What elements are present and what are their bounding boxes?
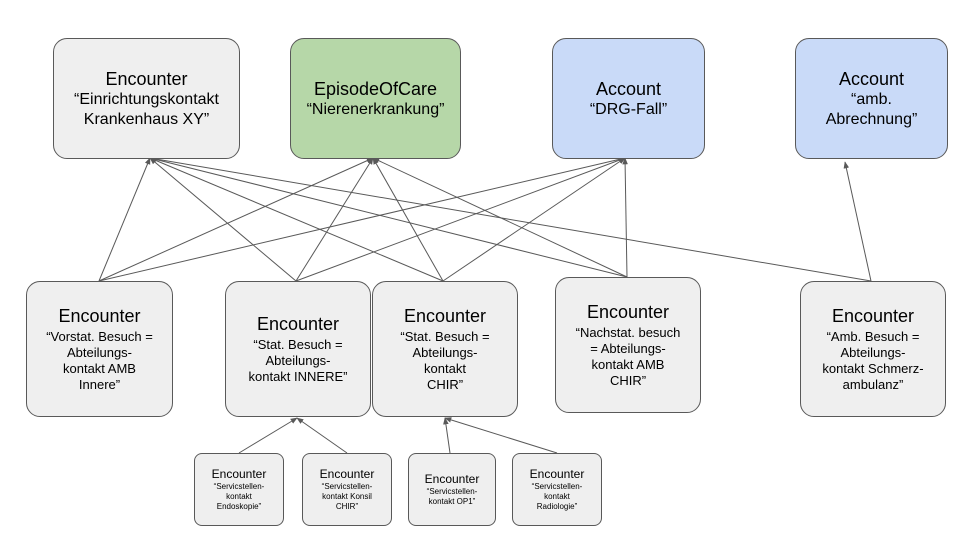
account-amb-abrechnung-node: Account “amb. Abrechnung” bbox=[795, 38, 948, 159]
node-title: Encounter bbox=[831, 306, 915, 326]
relationship-arrow bbox=[622, 157, 628, 278]
node-subtitle: “Vorstat. Besuch = Abteilungs- kontakt A… bbox=[46, 329, 153, 392]
relationship-arrow bbox=[149, 156, 872, 282]
relationship-arrow bbox=[843, 161, 872, 282]
encounter-servicestelle-konsil-chir-node: Encounter “Servicstellen- kontakt Konsil… bbox=[302, 453, 392, 526]
encounter-stat-besuch-chir-node: Encounter “Stat. Besuch = Abteilungs- ko… bbox=[372, 281, 518, 417]
relationship-arrow bbox=[149, 157, 444, 282]
relationship-arrow bbox=[98, 157, 374, 282]
node-subtitle: “Servicstellen- kontakt Konsil CHIR” bbox=[321, 482, 373, 511]
node-title: Encounter bbox=[403, 306, 487, 326]
node-title: Encounter bbox=[529, 467, 585, 481]
relationship-arrow bbox=[149, 157, 297, 282]
node-subtitle: “DRG-Fall” bbox=[589, 100, 668, 118]
relationship-arrow bbox=[296, 417, 348, 454]
node-title: EpisodeOfCare bbox=[313, 78, 438, 99]
node-subtitle: “Einrichtungskontakt Krankenhaus XY” bbox=[74, 90, 219, 128]
node-subtitle: “Servicstellen- kontakt OP1” bbox=[426, 487, 478, 506]
node-title: Encounter bbox=[58, 306, 141, 326]
node-subtitle: “amb. Abrechnung” bbox=[825, 90, 918, 128]
encounter-einrichtungskontakt-node: Encounter “Einrichtungskontakt Krankenha… bbox=[53, 38, 240, 159]
node-title: Account bbox=[838, 68, 905, 89]
relationship-arrow bbox=[372, 157, 444, 282]
node-title: Encounter bbox=[105, 68, 188, 89]
relationship-arrow bbox=[443, 417, 451, 454]
encounter-servicestelle-op1-node: Encounter “Servicstellen- kontakt OP1” bbox=[408, 453, 496, 526]
relationship-arrow bbox=[442, 157, 626, 282]
relationship-arrow bbox=[444, 417, 558, 454]
relationship-arrow bbox=[98, 157, 151, 282]
relationship-arrow bbox=[295, 157, 626, 282]
node-subtitle: “Servicstellen- kontakt Endoskopie” bbox=[213, 482, 265, 511]
node-title: Encounter bbox=[256, 314, 340, 334]
node-subtitle: “Nachstat. besuch = Abteilungs- kontakt … bbox=[575, 325, 681, 388]
node-title: Encounter bbox=[424, 472, 480, 486]
node-title: Encounter bbox=[319, 467, 375, 481]
node-title: Encounter bbox=[211, 467, 267, 481]
encounter-servicestelle-radiologie-node: Encounter “Servicstellen- kontakt Radiol… bbox=[512, 453, 602, 526]
node-title: Account bbox=[595, 78, 662, 99]
relationship-arrow bbox=[149, 156, 628, 278]
encounter-nachstat-besuch-node: Encounter “Nachstat. besuch = Abteilungs… bbox=[555, 277, 701, 413]
node-subtitle: “Nierenerkrankung” bbox=[306, 100, 445, 118]
relationship-arrow bbox=[238, 417, 298, 454]
node-title: Encounter bbox=[586, 302, 670, 322]
node-subtitle: “Amb. Besuch = Abteilungs- kontakt Schme… bbox=[822, 329, 924, 392]
encounter-amb-besuch-node: Encounter “Amb. Besuch = Abteilungs- kon… bbox=[800, 281, 946, 417]
account-drg-fall-node: Account “DRG-Fall” bbox=[552, 38, 705, 159]
encounter-servicestelle-endoskopie-node: Encounter “Servicstellen- kontakt Endosk… bbox=[194, 453, 284, 526]
encounter-vorstat-besuch-node: Encounter “Vorstat. Besuch = Abteilungs-… bbox=[26, 281, 173, 417]
node-subtitle: “Servicstellen- kontakt Radiologie” bbox=[531, 482, 583, 511]
relationship-arrow bbox=[98, 156, 626, 282]
relationship-arrow bbox=[295, 157, 374, 282]
encounter-stat-besuch-innere-node: Encounter “Stat. Besuch = Abteilungs- ko… bbox=[225, 281, 371, 417]
episodeofcare-nierenerkrankung-node: EpisodeOfCare “Nierenerkrankung” bbox=[290, 38, 461, 159]
node-subtitle: “Stat. Besuch = Abteilungs- kontakt INNE… bbox=[248, 337, 348, 384]
node-subtitle: “Stat. Besuch = Abteilungs- kontakt CHIR… bbox=[400, 329, 490, 392]
